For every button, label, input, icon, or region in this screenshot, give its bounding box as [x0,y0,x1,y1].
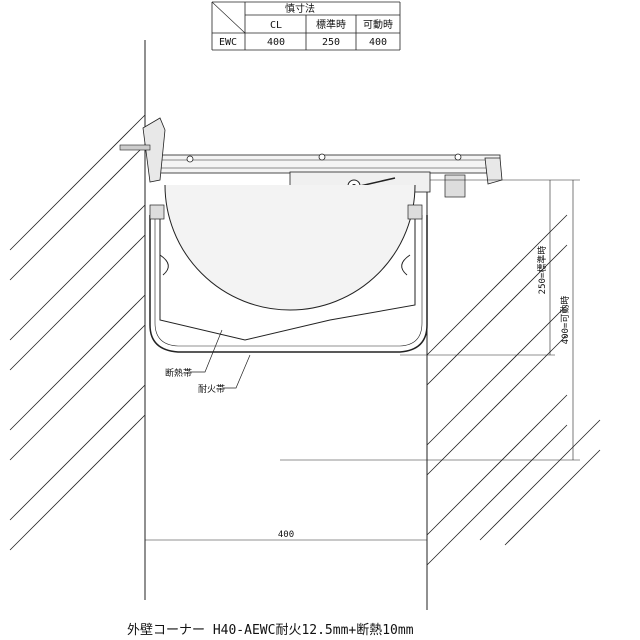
table-header-movable: 可動時 [363,18,393,31]
left-wall [9,40,146,600]
dimension-table: 慎寸法 CL 標準時 可動時 EWC 400 250 400 [211,1,401,51]
table-header-cl: CL [270,20,282,31]
table-cell-cl: 400 [267,37,285,48]
table-header-standard: 標準時 [316,18,346,31]
drawing-caption: 外壁コーナー H40-AEWC耐火12.5mm+断熱10mm [127,623,414,638]
right-wall [426,180,601,610]
insulation-band-label: 断熱帯 [165,367,192,379]
vertical-dimension-lines [280,179,580,461]
table-row-label: EWC [219,37,237,48]
table-title: 慎寸法 [285,2,315,15]
movable-dimension-label: 400=可動時 [560,296,571,345]
width-dimension-label: 400 [278,530,294,540]
table-cell-standard: 250 [322,37,340,48]
fire-band-label: 耐火帯 [198,383,225,395]
standard-dimension-label: 250=標準時 [536,246,548,295]
label-leaders [188,329,251,389]
bellows-assembly [149,184,428,353]
table-cell-movable: 400 [369,37,387,48]
